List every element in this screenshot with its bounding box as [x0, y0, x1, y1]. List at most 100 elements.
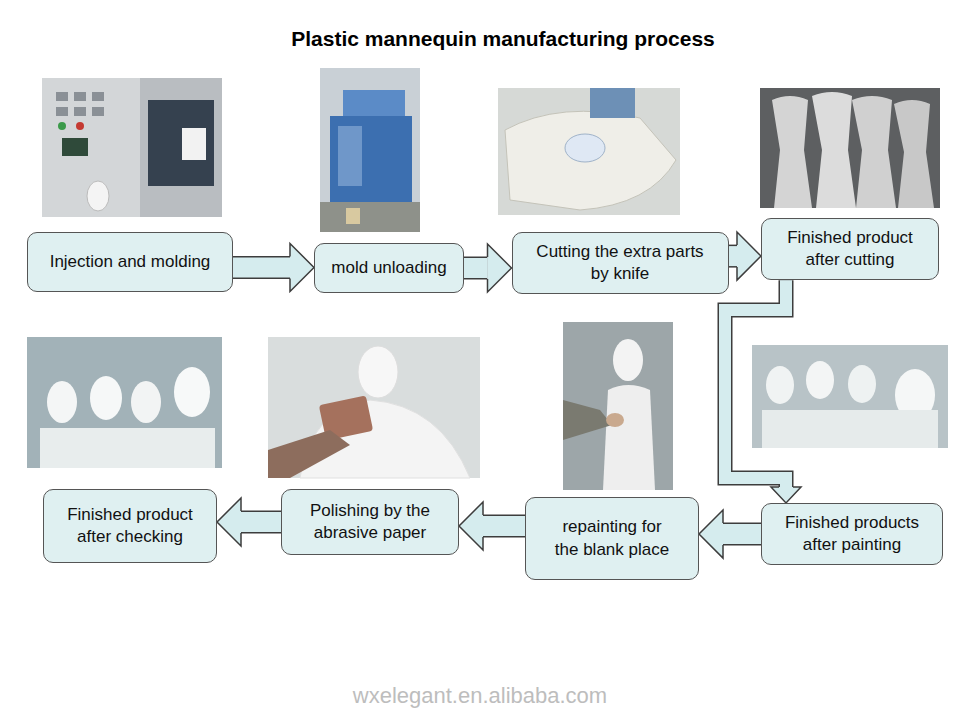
photo-repainting: [563, 322, 673, 490]
arrow-shaft-outline: [725, 280, 786, 487]
head: [174, 367, 210, 417]
flow-arrow: [464, 244, 512, 292]
photo-ground: [42, 78, 222, 217]
step-box: Cutting the extra parts by knife: [512, 232, 729, 294]
cabinet-door: [42, 78, 140, 217]
bucket: [346, 208, 360, 224]
step-label: Polishing by the abrasive paper: [296, 500, 444, 544]
photo-ground: [752, 345, 948, 448]
watermark: wxelegant.en.alibaba.com: [230, 683, 730, 709]
arrow-shaft-outline: [723, 523, 761, 546]
arrow-head: [459, 502, 483, 550]
photo-ground: [498, 88, 680, 215]
photo-polishing: [268, 337, 480, 478]
head: [613, 339, 643, 381]
arrow-shaft: [723, 524, 761, 544]
arrow-shaft: [464, 258, 488, 278]
step-box: mold unloading: [314, 243, 464, 293]
torso: [894, 100, 934, 208]
arrow-shaft: [233, 258, 290, 278]
photo-cutting: [498, 88, 680, 215]
arrow-shaft-outline: [464, 257, 488, 280]
button: [92, 107, 104, 116]
button: [56, 92, 68, 101]
arrow-shaft-outline: [483, 515, 525, 538]
arrow-shaft: [483, 516, 525, 536]
body: [603, 385, 655, 490]
hand: [268, 430, 350, 478]
bodies: [40, 428, 215, 468]
photo-ground: [320, 68, 420, 232]
photo-cabinet: [42, 78, 222, 217]
gloved-hand: [565, 134, 605, 162]
step-box: Finished products after painting: [761, 503, 943, 565]
button: [74, 92, 86, 101]
flow-arrow: [459, 502, 525, 550]
step-label: Cutting the extra parts by knife: [527, 241, 714, 285]
arrow-head: [290, 244, 314, 292]
head: [766, 366, 794, 404]
paper-note: [182, 128, 206, 160]
arrow-head: [699, 510, 723, 558]
step-box: Finished product after cutting: [761, 218, 939, 280]
step-label: Injection and molding: [50, 251, 211, 273]
arm: [563, 400, 612, 440]
button: [74, 107, 86, 116]
torso: [772, 96, 812, 208]
arrow-head-outline: [737, 232, 761, 280]
head: [358, 346, 398, 398]
head: [131, 381, 161, 423]
arrow-head-outline: [217, 498, 241, 546]
button: [92, 92, 104, 101]
photo-ground: [268, 337, 480, 478]
machine-top: [343, 90, 405, 116]
step-label: mold unloading: [331, 257, 446, 279]
screen: [62, 138, 88, 156]
photo-machine: [320, 68, 420, 232]
arrow-head: [488, 244, 512, 292]
step-box: Finished product after checking: [43, 489, 217, 563]
head: [90, 376, 122, 420]
arrow-head-outline: [459, 502, 483, 550]
photo-ground: [27, 337, 222, 468]
arrow-shaft: [725, 280, 786, 487]
step-label: repainting for the blank place: [551, 516, 673, 560]
floor: [320, 202, 420, 232]
arrow-shaft: [729, 246, 738, 266]
step-label: Finished product after checking: [58, 504, 202, 548]
gloved-hand: [87, 181, 109, 211]
bodies: [762, 410, 938, 448]
photo-torsos: [760, 88, 940, 208]
flow-arrow: [699, 510, 761, 558]
arrow-head-outline: [488, 244, 512, 292]
flow-arrow: [217, 498, 281, 546]
button: [56, 107, 68, 116]
arrow-head-outline: [699, 510, 723, 558]
step-box: repainting for the blank place: [525, 497, 699, 580]
machine-panel: [338, 126, 362, 186]
arrow-head-outline: [290, 244, 314, 292]
head: [848, 365, 876, 403]
flow-arrow: [725, 280, 801, 503]
lamp: [58, 122, 66, 130]
arrow-head: [737, 232, 761, 280]
step-box: Injection and molding: [27, 232, 233, 292]
photo-checked: [27, 337, 222, 468]
arrow-head: [771, 487, 801, 503]
step-label: Finished product after cutting: [776, 227, 924, 271]
machine-body: [330, 116, 412, 202]
hand: [606, 413, 624, 427]
arrow-shaft-outline: [241, 511, 281, 534]
cabinet-window: [148, 100, 214, 186]
torso: [852, 96, 896, 208]
arrow-shaft: [241, 512, 281, 532]
sleeve: [590, 88, 635, 118]
photo-ground: [563, 322, 673, 490]
head: [47, 381, 77, 423]
torso: [812, 92, 856, 208]
flow-arrow: [729, 232, 762, 280]
arrow-head-outline: [771, 487, 801, 503]
photo-painted: [752, 345, 948, 448]
